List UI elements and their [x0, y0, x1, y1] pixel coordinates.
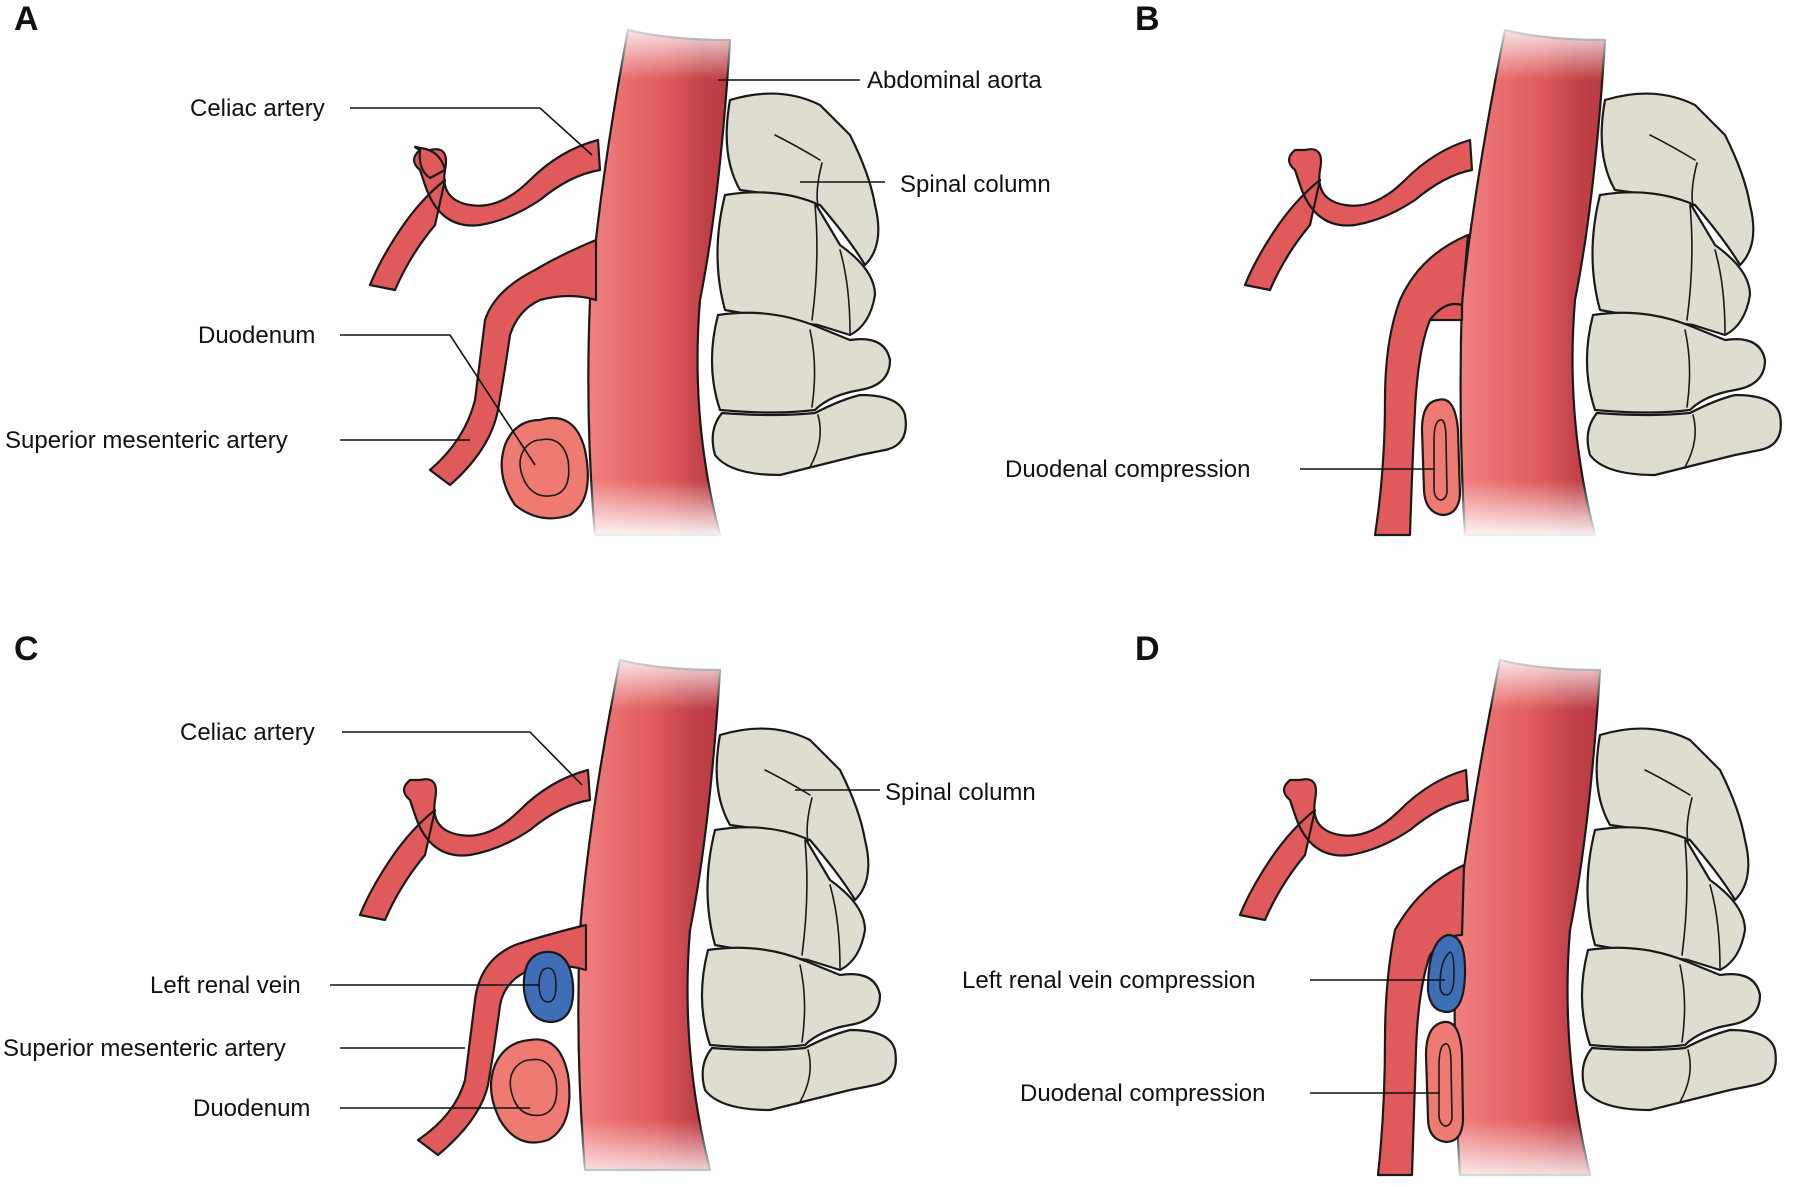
panel-letter-c: C	[14, 630, 39, 668]
duodenal-compression-b	[1420, 398, 1462, 517]
panel-letter-b: B	[1135, 0, 1160, 38]
panel-a: A Abdominal aorta Celiac artery Spinal c…	[5, 0, 1051, 540]
celiac-artery-d	[1238, 768, 1470, 922]
label-sma-a: Superior mesenteric artery	[5, 427, 288, 454]
label-sma-c: Superior mesenteric artery	[3, 1035, 286, 1062]
duodenum-a	[500, 416, 589, 520]
panel-d: D Left renal vein compression Duodenal c…	[962, 630, 1777, 1187]
left-renal-vein-compression-d	[1426, 933, 1467, 1014]
spinal-column-c	[700, 727, 897, 1112]
duodenum-c	[489, 1038, 571, 1144]
superior-mesenteric-artery-a	[428, 238, 598, 487]
spinal-column-d	[1580, 727, 1777, 1112]
panel-letter-d: D	[1135, 630, 1160, 668]
panel-letter-a: A	[14, 0, 39, 38]
celiac-artery-c	[358, 768, 592, 922]
label-duodenum-a: Duodenum	[198, 322, 315, 349]
duodenal-compression-d	[1424, 1020, 1465, 1144]
label-lrv-compression-d: Left renal vein compression	[962, 967, 1255, 994]
abdominal-aorta-c	[577, 658, 722, 1172]
panel-b: B Duodenal compression	[1005, 0, 1782, 540]
label-spinal-column-c: Spinal column	[885, 779, 1036, 806]
left-renal-vein-c	[522, 950, 575, 1024]
label-left-renal-vein-c: Left renal vein	[150, 972, 301, 999]
abdominal-aorta-a	[587, 28, 732, 537]
label-abdominal-aorta-a: Abdominal aorta	[867, 67, 1042, 94]
label-celiac-artery-a: Celiac artery	[190, 95, 325, 122]
spinal-column-a	[710, 92, 907, 477]
label-spinal-column-a: Spinal column	[900, 171, 1051, 198]
superior-mesenteric-artery-d	[1376, 863, 1466, 1177]
abdominal-aorta-d	[1453, 658, 1602, 1177]
label-celiac-artery-c: Celiac artery	[180, 719, 315, 746]
label-duodenal-compression-b: Duodenal compression	[1005, 456, 1250, 483]
label-duodenum-c: Duodenum	[193, 1095, 310, 1122]
panel-c: C Celiac artery Spinal column Left renal…	[3, 630, 1036, 1187]
abdominal-aorta-b	[1459, 28, 1607, 537]
superior-mesenteric-artery-c	[416, 923, 588, 1157]
superior-mesenteric-artery-b	[1373, 233, 1470, 537]
spinal-column-b	[1585, 92, 1782, 477]
celiac-artery-b	[1243, 138, 1474, 292]
label-duodenal-compression-d: Duodenal compression	[1020, 1080, 1265, 1107]
